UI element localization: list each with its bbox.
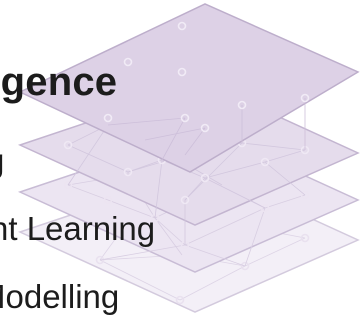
network-node	[95, 255, 105, 265]
network-node	[260, 157, 270, 167]
network-node	[123, 57, 133, 67]
top-layer-nodes	[103, 21, 310, 133]
network-node	[200, 123, 210, 133]
network-node	[300, 233, 310, 243]
list-item-3: Modelling	[0, 278, 120, 315]
network-node	[177, 21, 187, 31]
network-node	[180, 195, 190, 205]
network-node	[150, 213, 160, 223]
network-node	[300, 93, 310, 103]
list-item-1: g	[0, 144, 4, 177]
network-node	[63, 180, 73, 190]
network-node	[200, 173, 210, 183]
network-node	[63, 140, 73, 150]
network-layer-top	[18, 3, 360, 173]
heading-title: ligence	[0, 60, 118, 104]
network-node	[240, 261, 250, 271]
network-node	[103, 195, 113, 205]
network-node	[300, 190, 310, 200]
network-node	[180, 113, 190, 123]
network-node	[177, 67, 187, 77]
top-layer-edges	[107, 98, 306, 161]
network-node	[260, 203, 270, 213]
network-node	[103, 113, 113, 123]
network-node	[123, 167, 133, 177]
network-node	[175, 295, 185, 305]
list-item-2: nt Learning	[0, 210, 156, 247]
network-node	[237, 100, 247, 110]
